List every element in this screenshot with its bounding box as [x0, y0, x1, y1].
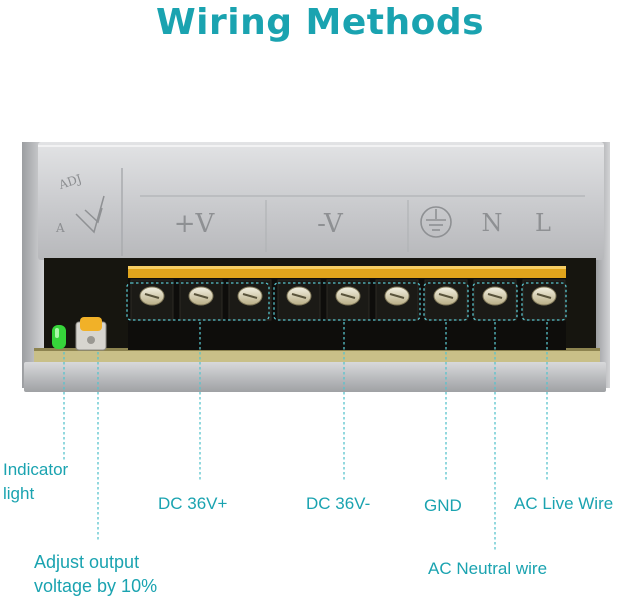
- screw-slot: [487, 293, 503, 299]
- screw-slot: [536, 293, 552, 299]
- indicator-led: [52, 325, 66, 349]
- label-adjust-output: Adjust output voltage by 10%: [34, 552, 158, 596]
- embossed-live: L: [535, 209, 551, 237]
- screw-slot: [438, 293, 454, 299]
- bracket-ac-live: [521, 282, 567, 321]
- label-indicator-light: Indicator light: [3, 460, 69, 503]
- housing-top-cover: [38, 142, 604, 260]
- bracket-gnd: [423, 282, 469, 321]
- screw-slot: [193, 293, 209, 299]
- adjust-arrow-icon: [75, 195, 105, 234]
- embossed-neutral: N: [482, 209, 503, 237]
- screw-slot: [242, 293, 258, 299]
- label-dc-neg: DC 36V-: [306, 494, 371, 513]
- embossed-minus-v: -V: [317, 209, 344, 239]
- screw-slot: [291, 293, 307, 299]
- screw-slot: [144, 293, 160, 299]
- label-ac-live: AC Live Wire: [514, 494, 614, 513]
- screw-slot: [389, 293, 405, 299]
- ground-icon: [420, 206, 452, 238]
- embossed-adj-letter: A: [55, 221, 65, 235]
- pcb-edge: [34, 350, 600, 363]
- page-title: Wiring Methods: [155, 2, 485, 43]
- label-dc-pos: DC 36V+: [158, 494, 228, 513]
- bracket-dc-pos: [126, 282, 270, 321]
- screw-slot: [340, 293, 356, 299]
- label-gnd: GND: [424, 496, 462, 515]
- embossed-plus-v: +V: [174, 209, 216, 239]
- housing-bottom-lip: [24, 362, 606, 392]
- label-ac-neutral: AC Neutral wire: [428, 559, 548, 578]
- bracket-ac-neutral: [472, 282, 518, 321]
